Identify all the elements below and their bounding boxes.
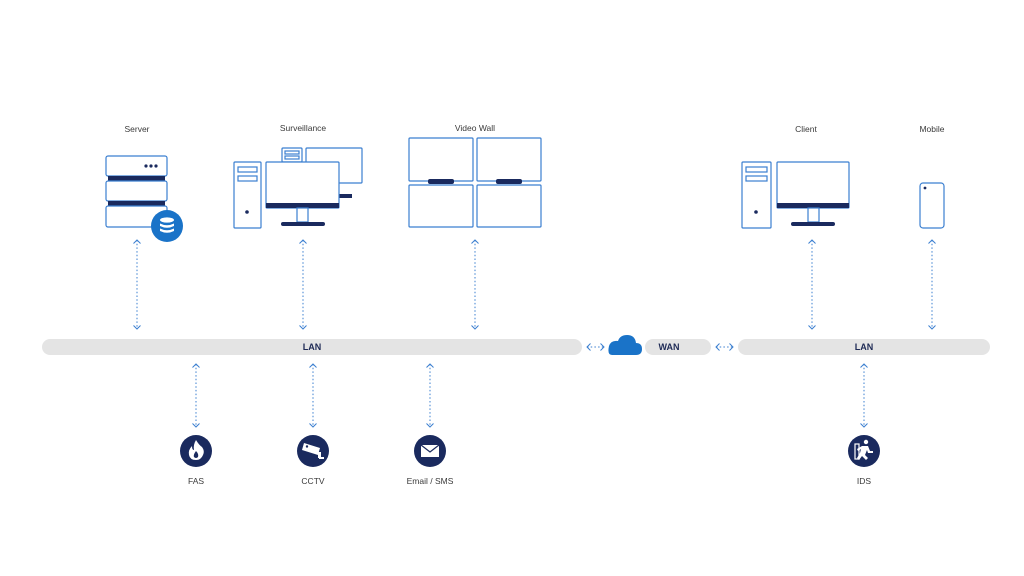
lan-bar-right (738, 339, 990, 355)
envelope-icon (414, 435, 446, 467)
server-label: Server (124, 124, 149, 134)
wan-bar (645, 339, 711, 355)
server-rack-database-icon (105, 155, 183, 242)
fire-icon (180, 435, 212, 467)
client-label: Client (795, 124, 817, 134)
desktop-pc-icon (741, 161, 850, 229)
intruder-running-icon (848, 435, 880, 467)
lan-right-label: LAN (855, 342, 874, 352)
mobile-label: Mobile (919, 124, 944, 134)
lan-wan-link-left (586, 343, 605, 351)
smartphone-icon (919, 182, 945, 229)
fas-label: FAS (188, 476, 204, 486)
device-to-lan-connectors (133, 239, 936, 330)
lan-to-endpoint-connectors (192, 363, 868, 428)
wan-label: WAN (659, 342, 680, 352)
email-sms-label: Email / SMS (407, 476, 454, 486)
surveillance-label: Surveillance (280, 123, 327, 133)
lan-wan-link-right (715, 343, 734, 351)
cctv-camera-icon (297, 435, 329, 467)
lan-left-label: LAN (303, 342, 322, 352)
cloud-icon (608, 335, 642, 355)
ids-label: IDS (857, 476, 872, 486)
video-wall-label: Video Wall (455, 123, 495, 133)
workstation-multi-monitor-icon (233, 147, 363, 229)
video-wall-icon (408, 137, 542, 228)
cctv-label: CCTV (301, 476, 324, 486)
lan-bar-left (42, 339, 582, 355)
